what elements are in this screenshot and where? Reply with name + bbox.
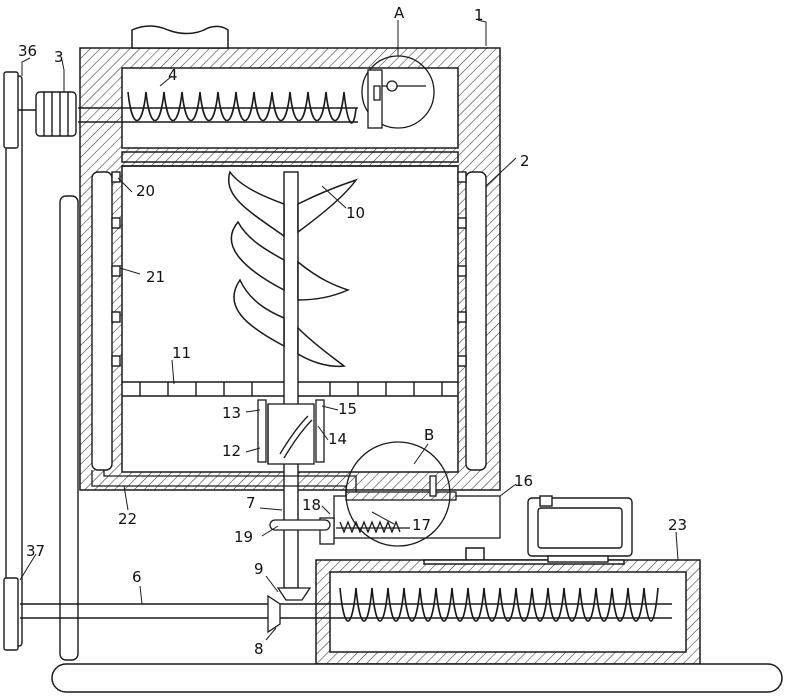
label-7: 7	[246, 494, 256, 512]
label-20: 20	[136, 182, 155, 200]
label-22: 22	[118, 510, 137, 528]
label-3: 3	[54, 48, 64, 66]
bevel-gears	[268, 588, 310, 632]
label-A: A	[394, 4, 405, 22]
label-15: 15	[338, 400, 357, 418]
label-10: 10	[346, 204, 365, 222]
label-18: 18	[302, 496, 321, 514]
label-B: B	[424, 426, 434, 444]
label-1: 1	[474, 6, 484, 24]
label-16: 16	[514, 472, 533, 490]
label-36: 36	[18, 42, 37, 60]
motor	[36, 92, 76, 136]
label-14: 14	[328, 430, 347, 448]
label-9: 9	[254, 560, 264, 578]
label-19: 19	[234, 528, 253, 546]
label-21: 21	[146, 268, 165, 286]
label-13: 13	[222, 404, 241, 422]
label-6: 6	[132, 568, 142, 586]
label-8: 8	[254, 640, 264, 658]
top-inlet	[132, 26, 228, 48]
label-2: 2	[520, 152, 530, 170]
label-23: 23	[668, 516, 687, 534]
label-4: 4	[168, 66, 178, 84]
shaft-sleeve-assembly	[258, 400, 324, 464]
label-12: 12	[222, 442, 241, 460]
base-rail	[52, 664, 782, 692]
label-37: 37	[26, 542, 45, 560]
left-support-rod	[60, 196, 78, 660]
belt-drive	[4, 72, 36, 650]
lower-screw	[20, 588, 672, 621]
label-17: 17	[412, 516, 431, 534]
label-11: 11	[172, 344, 191, 362]
second-motor	[528, 496, 632, 562]
